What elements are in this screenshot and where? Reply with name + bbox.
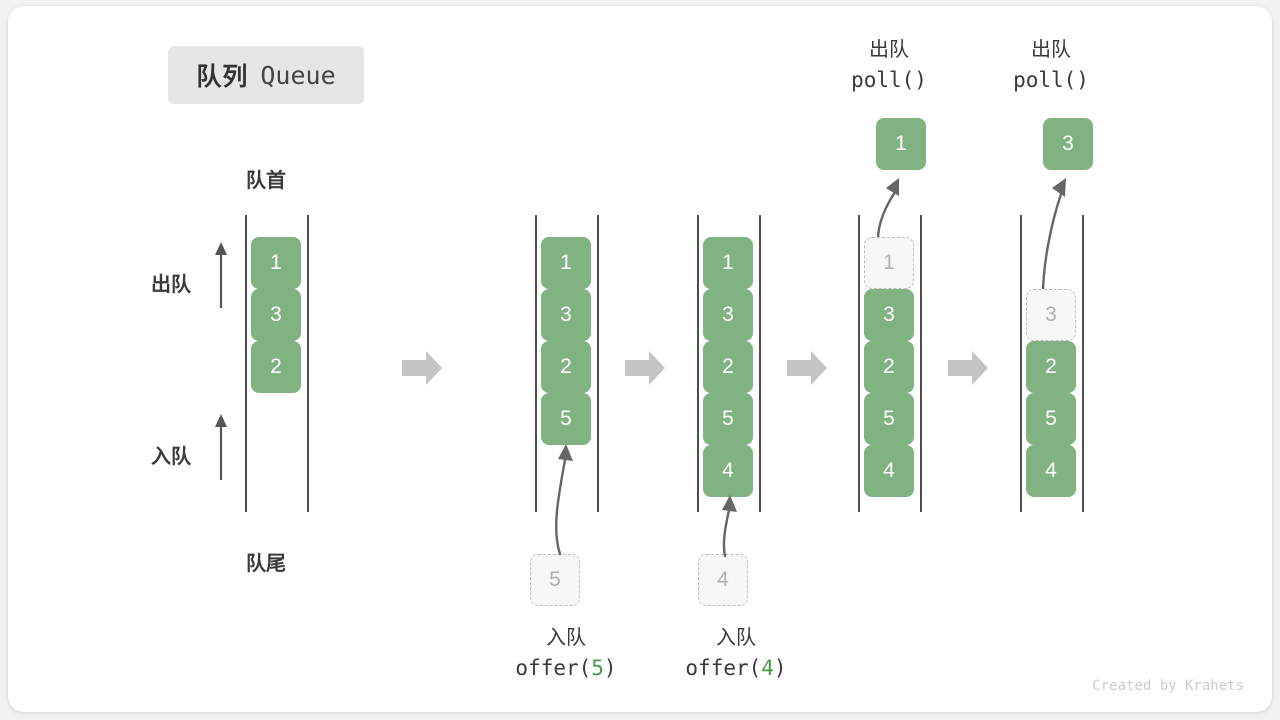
enqueue-curve-arrow-icon — [555, 444, 573, 556]
poll-label-1: 出队 poll() — [819, 36, 959, 95]
title-en: Queue — [260, 60, 336, 90]
queue-cell: 4 — [703, 445, 753, 497]
queue-cell-ghost: 3 — [1026, 289, 1076, 341]
queue-cell: 2 — [864, 341, 914, 393]
poll-label-cn: 出队 — [1031, 39, 1071, 61]
caption-cn: 入队 — [716, 627, 756, 649]
popped-cell: 3 — [1043, 118, 1093, 170]
caption-cn: 入队 — [546, 627, 586, 649]
dequeue-curve-arrow-icon — [876, 178, 899, 242]
credit-text: Created by Krahets — [1092, 678, 1244, 694]
queue-cell: 5 — [1026, 393, 1076, 445]
queue-cell: 2 — [1026, 341, 1076, 393]
step-arrow-icon-2 — [625, 351, 665, 385]
queue-cell: 2 — [251, 341, 301, 393]
caption-offer-4: 入队 offer(4) — [666, 624, 806, 683]
rail-right — [759, 215, 761, 512]
queue-cell: 1 — [541, 237, 591, 289]
queue-cell: 3 — [703, 289, 753, 341]
enqueue-arrow-icon — [215, 414, 227, 480]
poll-label-cn: 出队 — [869, 39, 909, 61]
enqueue-curve-arrow-icon — [722, 495, 737, 558]
caption-code: offer(5) — [515, 656, 617, 680]
dequeue-curve-arrow-icon — [1041, 178, 1066, 297]
queue-cell: 1 — [251, 237, 301, 289]
queue-cell-ghost: 1 — [864, 237, 914, 289]
title-badge: 队列 Queue — [168, 46, 364, 104]
queue-cell: 3 — [541, 289, 591, 341]
rail-right — [920, 215, 922, 512]
incoming-ghost-cell: 5 — [530, 554, 580, 606]
poll-label-code: poll() — [851, 68, 927, 92]
queue-cell: 3 — [864, 289, 914, 341]
enqueue-label: 入队 — [151, 446, 191, 468]
queue-cell: 2 — [703, 341, 753, 393]
queue-cell: 5 — [541, 393, 591, 445]
title-cn: 队列 — [196, 63, 249, 91]
step-arrow-icon-3 — [787, 351, 827, 385]
poll-label-2: 出队 poll() — [981, 36, 1121, 95]
rail-left — [535, 215, 537, 512]
rail-left — [245, 215, 247, 512]
rear-label: 队尾 — [246, 553, 286, 575]
step-arrow-icon-1 — [402, 351, 442, 385]
caption-code: offer(4) — [685, 656, 787, 680]
rail-right — [307, 215, 309, 512]
step-arrow-icon-4 — [948, 351, 988, 385]
queue-cell: 5 — [703, 393, 753, 445]
rail-right — [1082, 215, 1084, 512]
rail-left — [697, 215, 699, 512]
queue-cell: 1 — [703, 237, 753, 289]
rail-left — [858, 215, 860, 512]
incoming-ghost-cell: 4 — [698, 554, 748, 606]
caption-offer-5: 入队 offer(5) — [496, 624, 636, 683]
rail-left — [1020, 215, 1022, 512]
dequeue-label: 出队 — [151, 274, 191, 296]
front-label: 队首 — [246, 170, 286, 192]
rail-right — [597, 215, 599, 512]
popped-cell: 1 — [876, 118, 926, 170]
queue-cell: 4 — [864, 445, 914, 497]
queue-cell: 4 — [1026, 445, 1076, 497]
queue-cell: 5 — [864, 393, 914, 445]
queue-cell: 3 — [251, 289, 301, 341]
diagram-card: 队列 Queue 队首 队尾 出队 入队 1 3 2 1 3 2 — [8, 6, 1272, 712]
poll-label-code: poll() — [1013, 68, 1089, 92]
dequeue-arrow-icon — [215, 242, 227, 308]
queue-cell: 2 — [541, 341, 591, 393]
